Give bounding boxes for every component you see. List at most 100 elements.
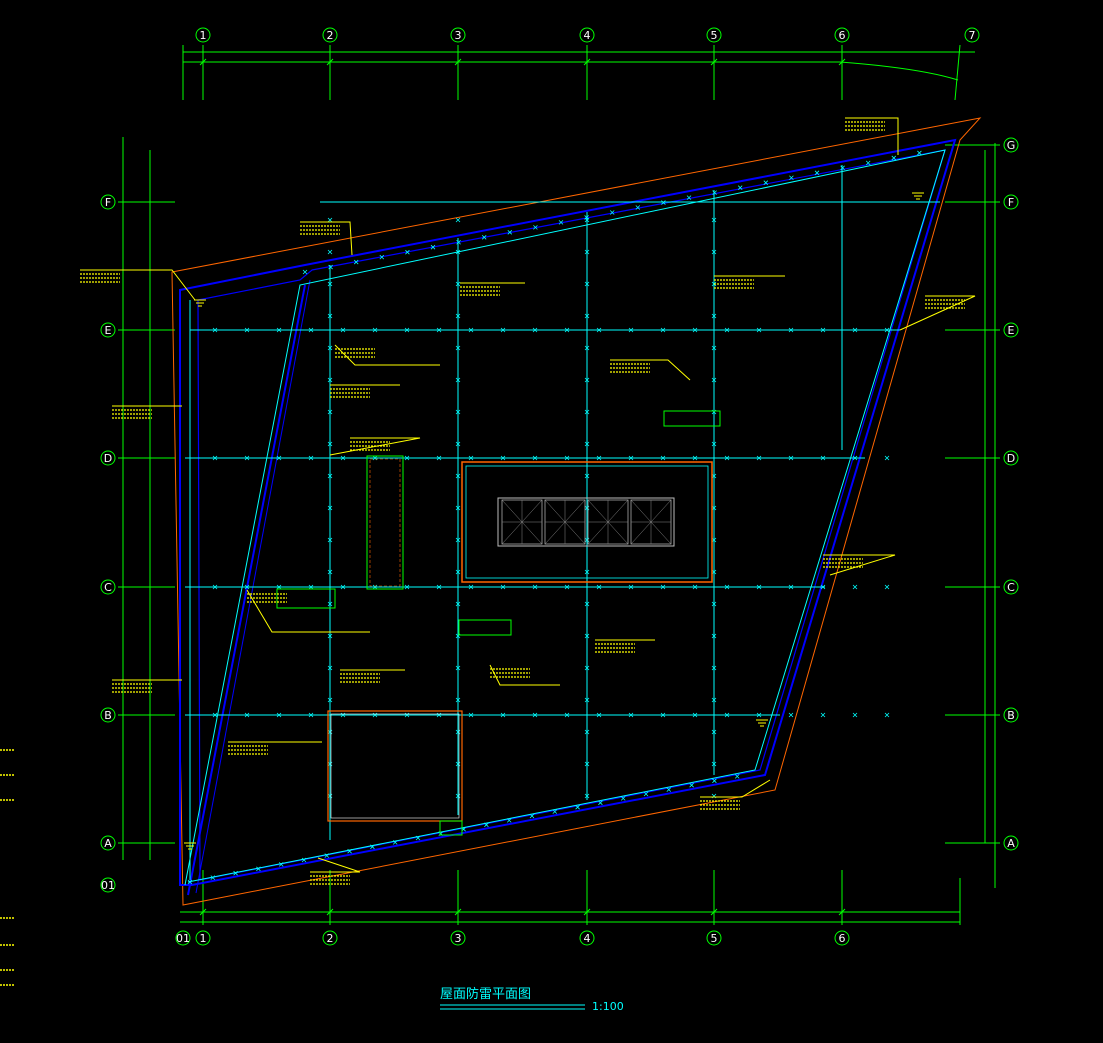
conductor-support-mark bbox=[584, 215, 589, 220]
conductor-support-mark bbox=[468, 584, 474, 590]
conductor-support-mark bbox=[584, 313, 590, 319]
axis-bubble-circle bbox=[1003, 707, 1019, 723]
conductor-support-mark bbox=[212, 455, 218, 461]
conductor-support-mark bbox=[455, 729, 461, 735]
conductor-support-mark bbox=[711, 633, 717, 639]
axis-bubble-label: D bbox=[1007, 452, 1015, 465]
conductor-support-mark bbox=[724, 327, 730, 333]
conductor-support-mark bbox=[500, 455, 506, 461]
conductor-support-mark bbox=[884, 455, 890, 461]
conductor-support-mark bbox=[455, 473, 461, 479]
roof-hatch bbox=[439, 820, 463, 836]
axis-bubble-row-left: C bbox=[100, 579, 116, 595]
conductor-support-mark bbox=[327, 793, 333, 799]
conductor-support-mark bbox=[596, 712, 602, 718]
conductor-support-mark bbox=[788, 712, 794, 718]
conductor-support-mark bbox=[327, 601, 333, 607]
axis-bubble-circle bbox=[322, 930, 338, 946]
conductor-support-mark bbox=[500, 712, 506, 718]
conductor-perimeter bbox=[184, 149, 946, 886]
conductor-support-mark bbox=[353, 259, 359, 265]
conductor-support-mark bbox=[455, 345, 461, 351]
axis-bubble-column-top: 6 bbox=[834, 27, 850, 43]
conductor-support-mark bbox=[436, 455, 442, 461]
conductor-support-mark bbox=[327, 473, 333, 479]
axis-bubble-row-right: B bbox=[1003, 707, 1019, 723]
conductor-support-mark bbox=[814, 170, 820, 176]
conductor-support-mark bbox=[327, 345, 333, 351]
conductor-support-mark bbox=[917, 150, 922, 156]
axis-bubble-circle bbox=[834, 27, 850, 43]
axis-bubble-label: 6 bbox=[839, 29, 846, 42]
conductor-support-mark bbox=[711, 697, 717, 703]
axis-bubble-column-top: 1 bbox=[195, 27, 211, 43]
conductor-support-mark bbox=[327, 217, 333, 223]
leader-line bbox=[845, 117, 899, 155]
conductor-support-mark bbox=[564, 712, 570, 718]
conductor-support-mark bbox=[584, 729, 590, 735]
axis-bubble-circle bbox=[195, 27, 211, 43]
conductor-support-mark bbox=[302, 269, 308, 275]
conductor-support-mark bbox=[584, 473, 590, 479]
fan-unit-cross bbox=[544, 499, 586, 545]
conductor-support-mark bbox=[660, 712, 666, 718]
conductor-support-mark bbox=[327, 729, 333, 735]
leader-line bbox=[310, 857, 361, 873]
leader-line bbox=[489, 664, 560, 686]
conductor-support-mark bbox=[340, 584, 346, 590]
conductor-support-mark bbox=[455, 281, 461, 287]
axis-bubble-label: 5 bbox=[711, 932, 718, 945]
conductor-support-mark bbox=[405, 249, 410, 255]
conductor-support-mark bbox=[327, 409, 333, 415]
conductor-support-mark bbox=[276, 584, 282, 590]
axis-bubble-label: 2 bbox=[327, 932, 334, 945]
roof-parapet-outer bbox=[179, 138, 957, 886]
axis-bubble-circle bbox=[1003, 194, 1019, 210]
conductor-support-mark bbox=[820, 712, 826, 718]
conductor-support-mark bbox=[609, 210, 615, 215]
conductor-support-mark bbox=[564, 455, 570, 461]
conductor-support-mark bbox=[327, 537, 333, 543]
leader-line bbox=[334, 344, 440, 366]
conductor-support-mark bbox=[327, 441, 333, 447]
axis-bubble-circle bbox=[100, 877, 116, 893]
conductor-support-mark bbox=[340, 712, 346, 718]
roof-vent-tall-inner bbox=[369, 458, 401, 587]
conductor-support-mark bbox=[711, 729, 717, 735]
conductor-support-mark bbox=[278, 862, 284, 867]
leader-line bbox=[823, 554, 896, 576]
roof-slope-edge bbox=[187, 284, 306, 896]
axis-bubble-circle bbox=[100, 579, 116, 595]
axis-bubble-circle bbox=[100, 450, 116, 466]
axis-bubble-circle bbox=[100, 835, 116, 851]
stair-enclosure-inner bbox=[330, 713, 460, 819]
conductor-support-mark bbox=[327, 249, 333, 255]
conductor-support-mark bbox=[455, 665, 461, 671]
conductor-support-mark bbox=[686, 195, 692, 200]
conductor-support-mark bbox=[711, 249, 717, 255]
conductor-support-mark bbox=[233, 870, 238, 876]
conductor-support-mark bbox=[635, 205, 641, 210]
conductor-support-mark bbox=[372, 455, 378, 461]
conductor-support-mark bbox=[852, 712, 858, 718]
conductor-support-mark bbox=[788, 455, 794, 461]
axis-bubble-circle bbox=[195, 930, 211, 946]
axis-bubble-column-top: 7 bbox=[964, 27, 980, 43]
conductor-support-mark bbox=[484, 822, 489, 828]
axis-bubble-circle bbox=[1003, 835, 1019, 851]
axis-bubble-circle bbox=[706, 930, 722, 946]
conductor-support-mark bbox=[660, 584, 666, 590]
axis-bubble-column-bottom: 5 bbox=[706, 930, 722, 946]
conductor-support-mark bbox=[327, 313, 333, 319]
axis-bubble-circle bbox=[100, 322, 116, 338]
conductor-support-mark bbox=[308, 327, 314, 333]
conductor-support-mark bbox=[328, 264, 333, 270]
roof-vent-small bbox=[276, 588, 336, 609]
conductor-support-mark bbox=[256, 866, 261, 872]
axis-bubble-column-top: 2 bbox=[322, 27, 338, 43]
conductor-support-mark bbox=[584, 569, 590, 575]
conductor-support-mark bbox=[584, 601, 590, 607]
conductor-support-mark bbox=[689, 782, 694, 788]
axis-bubble-label: F bbox=[105, 196, 111, 209]
axis-bubble-label: G bbox=[1007, 139, 1016, 152]
